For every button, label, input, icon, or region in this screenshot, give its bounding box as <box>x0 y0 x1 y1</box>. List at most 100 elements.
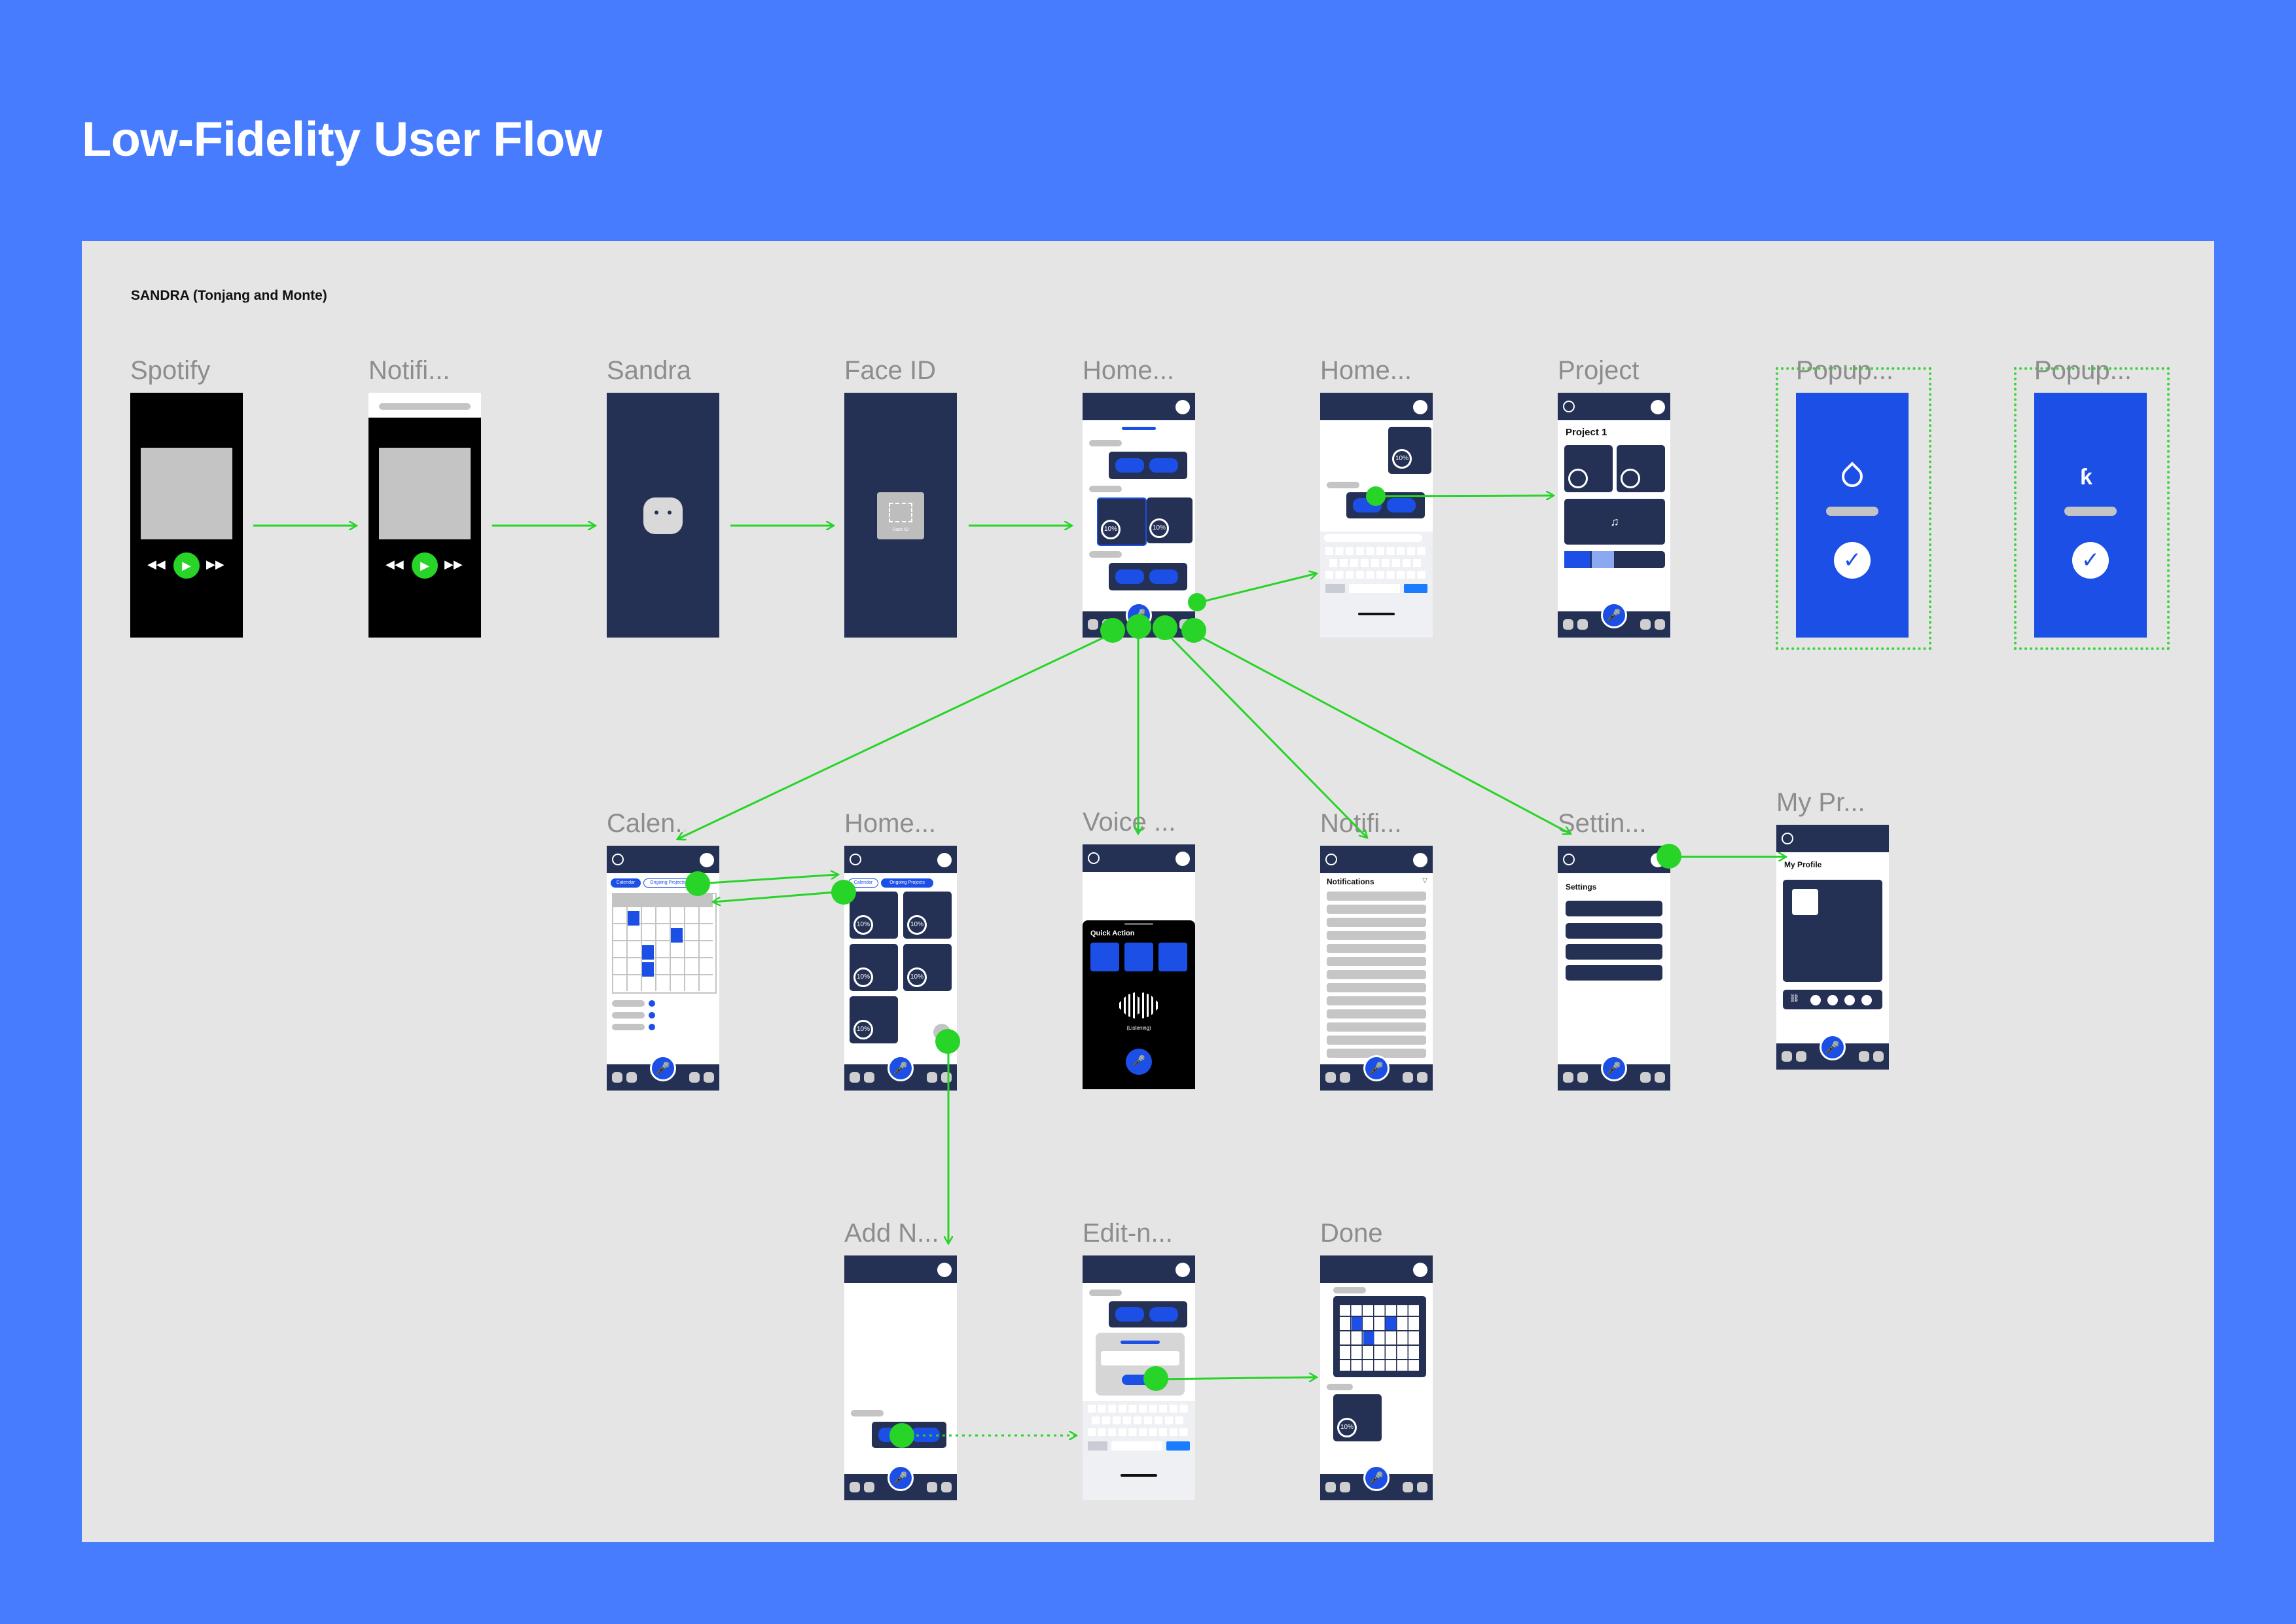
hotspot[interactable] <box>1153 615 1177 640</box>
profile-photo[interactable] <box>1792 889 1818 915</box>
avatar[interactable] <box>1175 1263 1190 1277</box>
hotspot[interactable] <box>1126 614 1151 639</box>
microphone-icon[interactable]: 🎤 <box>888 1055 914 1081</box>
screen-home-keyboard[interactable]: 10% <box>1320 393 1433 638</box>
microphone-icon[interactable]: 🎤 <box>1363 1465 1390 1491</box>
quick-action-button[interactable] <box>1158 943 1187 971</box>
hotspot[interactable] <box>685 871 710 896</box>
quick-action-button[interactable] <box>1090 943 1119 971</box>
profile-card <box>1783 880 1882 982</box>
screen-edit-new[interactable] <box>1083 1255 1195 1500</box>
microphone-icon[interactable]: 🎤 <box>1601 1055 1627 1081</box>
hotspot[interactable] <box>831 880 856 905</box>
settings-option[interactable] <box>1566 965 1662 981</box>
avatar[interactable] <box>1413 400 1427 414</box>
progress-card[interactable] <box>1564 445 1613 492</box>
project-card[interactable]: 10% <box>903 892 952 939</box>
project-card[interactable]: 10% <box>850 996 898 1043</box>
avatar[interactable] <box>937 853 952 867</box>
rewind-icon[interactable]: ◀◀ <box>386 558 404 571</box>
microphone-icon[interactable]: 🎤 <box>1126 1049 1152 1075</box>
microphone-icon[interactable]: 🎤 <box>650 1055 676 1081</box>
tab-calendar[interactable]: Calendar <box>611 878 641 888</box>
settings-option[interactable] <box>1566 923 1662 939</box>
music-card[interactable]: ♫ <box>1564 499 1665 545</box>
hotspot[interactable] <box>1100 618 1125 643</box>
screen-settings[interactable]: Settings 🎤 <box>1558 846 1670 1091</box>
settings-option[interactable] <box>1566 944 1662 960</box>
forward-icon[interactable]: ▶▶ <box>206 558 224 571</box>
microphone-icon[interactable]: 🎤 <box>1820 1034 1846 1060</box>
calendar-card[interactable] <box>1333 1296 1426 1377</box>
play-icon[interactable]: ▶ <box>173 552 200 579</box>
avatar[interactable] <box>1413 1263 1427 1277</box>
avatar[interactable] <box>937 1263 952 1277</box>
rewind-icon[interactable]: ◀◀ <box>147 558 166 571</box>
screen-ongoing-projects[interactable]: Calendar Ongoing Projects 10% 10% 10% 10… <box>844 846 957 1091</box>
link-icon[interactable]: ⛓ <box>1789 994 1800 1003</box>
project-card[interactable]: 10% <box>850 892 898 939</box>
calendar-grid[interactable] <box>612 893 717 994</box>
screen-done[interactable]: 10% 🎤 <box>1320 1255 1433 1500</box>
keyboard[interactable] <box>1083 1401 1195 1500</box>
back-icon[interactable] <box>1563 854 1575 865</box>
hotspot[interactable] <box>1366 486 1386 506</box>
avatar[interactable] <box>700 853 714 867</box>
filter-icon[interactable]: ▽ <box>1422 877 1427 884</box>
quick-action-button[interactable] <box>1124 943 1153 971</box>
screen-notification-lock[interactable]: ◀◀ ▶ ▶▶ <box>368 393 481 638</box>
edit-input[interactable] <box>1101 1351 1179 1365</box>
screen-voice[interactable]: Quick Action (Listening) 🎤 <box>1083 844 1195 1089</box>
header <box>1083 393 1195 420</box>
confirm-check-icon[interactable]: ✓ <box>2072 542 2109 579</box>
screen-home-chat[interactable]: 10% 10% 🎤 <box>1083 393 1195 638</box>
hotspot[interactable] <box>935 1029 960 1054</box>
back-icon[interactable] <box>1782 833 1793 844</box>
forward-icon[interactable]: ▶▶ <box>444 558 463 571</box>
screen-label-home-2: Home... <box>1320 356 1412 385</box>
microphone-icon[interactable]: 🎤 <box>888 1465 914 1491</box>
message-input[interactable] <box>1324 534 1422 542</box>
screen-popup-water[interactable]: ✓ <box>1796 393 1909 638</box>
screen-my-profile[interactable]: My Profile ⛓ 🎤 <box>1776 825 1889 1070</box>
notification-banner[interactable] <box>368 393 481 418</box>
hotspot[interactable] <box>1188 593 1206 611</box>
screen-sandra-splash[interactable] <box>607 393 719 638</box>
back-icon[interactable] <box>850 854 861 865</box>
confirm-check-icon[interactable]: ✓ <box>1834 542 1871 579</box>
chat-bubble-buttons[interactable] <box>1109 452 1187 479</box>
project-card[interactable]: 10% <box>1388 427 1431 474</box>
screen-spotify[interactable]: ◀◀ ▶ ▶▶ <box>130 393 243 638</box>
microphone-icon[interactable]: 🎤 <box>1601 602 1627 628</box>
project-card[interactable]: 10% <box>1097 497 1147 546</box>
avatar[interactable] <box>1175 400 1190 414</box>
back-icon[interactable] <box>1563 401 1575 412</box>
back-icon[interactable] <box>612 854 624 865</box>
popup-2-selection <box>2014 367 2170 650</box>
play-icon[interactable]: ▶ <box>412 552 438 579</box>
progress-card[interactable] <box>1617 445 1665 492</box>
back-icon[interactable] <box>1325 854 1337 865</box>
hotspot[interactable] <box>1143 1366 1168 1391</box>
hotspot[interactable] <box>889 1423 914 1448</box>
screen-popup-stretch[interactable]: ƙ ✓ <box>2034 393 2147 638</box>
project-card[interactable]: 10% <box>903 944 952 991</box>
microphone-icon[interactable]: 🎤 <box>1363 1055 1390 1081</box>
screen-project[interactable]: Project 1 ♫ 🎤 <box>1558 393 1670 638</box>
avatar[interactable] <box>1651 400 1665 414</box>
back-icon[interactable] <box>1088 852 1100 864</box>
tab-ongoing-projects[interactable]: Ongoing Projects <box>881 878 933 888</box>
avatar[interactable] <box>1175 852 1190 866</box>
keyboard[interactable] <box>1320 532 1433 638</box>
chat-bubble-buttons[interactable] <box>1109 1301 1187 1327</box>
settings-option[interactable] <box>1566 901 1662 916</box>
hotspot[interactable] <box>1181 618 1206 643</box>
screen-face-id[interactable]: Face ID <box>844 393 957 638</box>
screen-notifications[interactable]: Notifications ▽ 🎤 <box>1320 846 1433 1091</box>
project-card[interactable]: 10% <box>1147 497 1193 543</box>
project-card[interactable]: 10% <box>850 944 898 991</box>
chat-bubble-buttons[interactable] <box>1109 563 1187 590</box>
project-card[interactable]: 10% <box>1333 1394 1382 1441</box>
hotspot[interactable] <box>1657 844 1681 869</box>
avatar[interactable] <box>1413 853 1427 867</box>
